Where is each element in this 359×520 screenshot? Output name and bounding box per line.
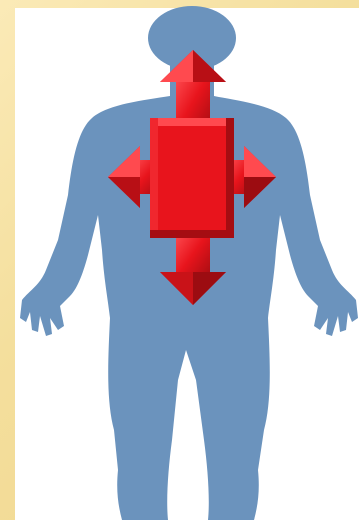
arrow-center-block (150, 118, 234, 238)
